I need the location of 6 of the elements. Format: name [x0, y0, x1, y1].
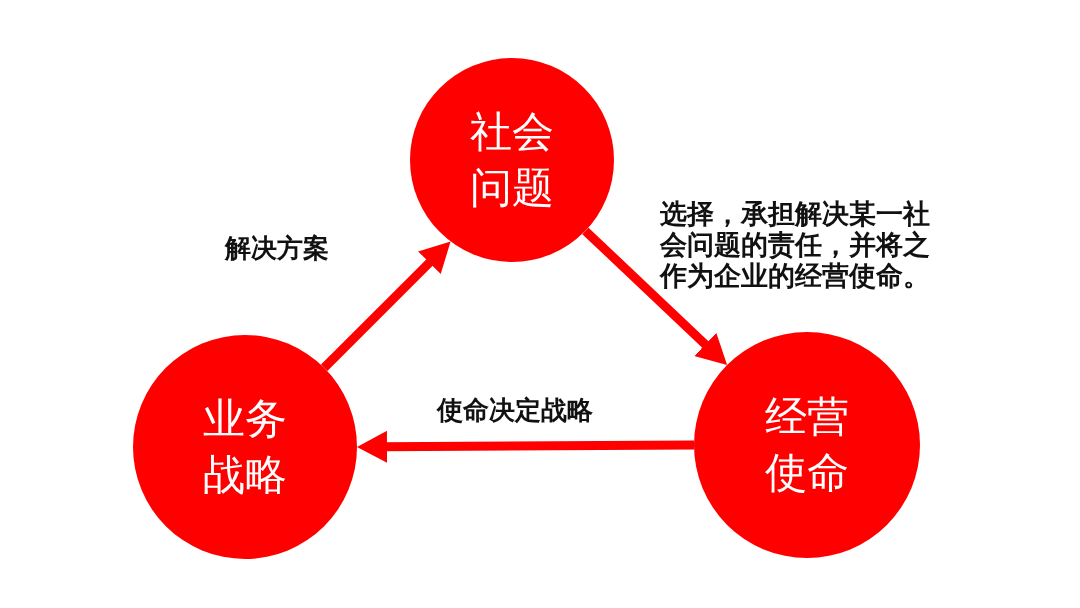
- node-text: 经营使命: [764, 391, 850, 499]
- edge-label: 使命决定战略: [437, 395, 593, 426]
- edge-label: 解决方案: [225, 233, 329, 264]
- arrow: [356, 430, 695, 463]
- node-text: 业务战略: [202, 393, 288, 501]
- node-text: 社会问题: [469, 106, 555, 214]
